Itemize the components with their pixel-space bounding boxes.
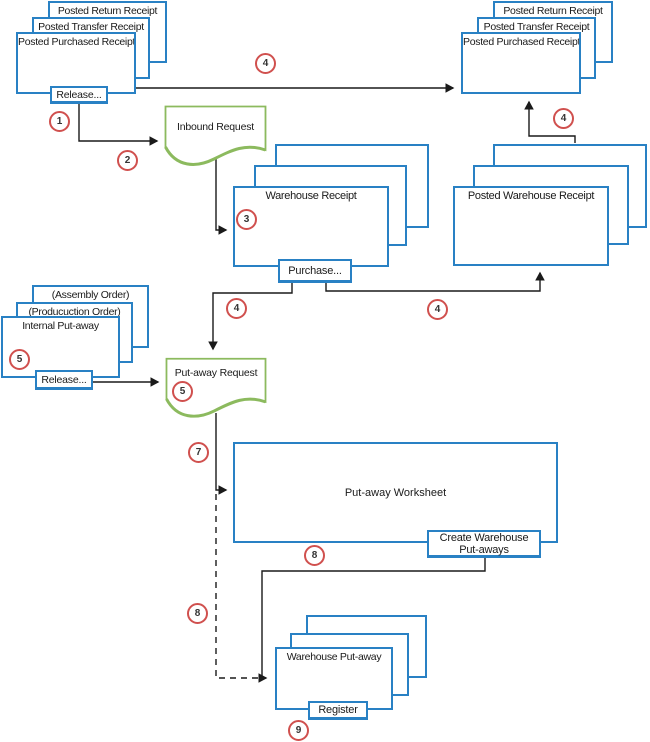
node-title: Posted Warehouse Receipt xyxy=(467,190,595,202)
node-warehouse-put-away: Warehouse Put-away xyxy=(275,647,393,710)
step-badge-5-request: 5 xyxy=(172,381,193,402)
document-shape xyxy=(165,357,267,418)
node-posted-purchased-receipt-right: Posted Purchased Receipt xyxy=(461,32,581,94)
connector-create-to-putaway xyxy=(261,558,486,678)
connector-inbound-to-receipt xyxy=(215,157,228,235)
node-posted-warehouse-receipt: Posted Warehouse Receipt xyxy=(453,186,609,266)
connector-release-to-inbound xyxy=(78,103,159,146)
connector-request-to-worksheet xyxy=(215,413,228,495)
node-title: Posted Purchased Receipt xyxy=(463,36,579,48)
step-badge-3: 3 xyxy=(236,209,257,230)
release-button-top[interactable]: Release... xyxy=(50,86,108,104)
node-title: Warehouse Put-away xyxy=(286,651,382,663)
node-title: Posted Transfer Receipt xyxy=(483,21,590,33)
step-badge-2: 2 xyxy=(117,150,138,171)
node-title: Put-away Request xyxy=(174,367,258,379)
node-title: Put-away Worksheet xyxy=(344,486,447,499)
connector-purchase-to-posted-receipt xyxy=(325,271,545,292)
release-button-internal[interactable]: Release... xyxy=(35,370,93,390)
create-warehouse-putaways-button[interactable]: Create Warehouse Put-aways xyxy=(427,530,541,558)
node-put-away-request: Put-away Request xyxy=(165,357,267,419)
node-title: Posted Return Receipt xyxy=(57,5,158,17)
node-inbound-request: Inbound Request xyxy=(164,105,267,167)
node-warehouse-receipt: Warehouse Receipt xyxy=(233,186,389,267)
step-badge-4-right: 4 xyxy=(553,108,574,129)
node-title: (Producuction Order) xyxy=(28,306,121,318)
node-title: Inbound Request xyxy=(177,121,254,133)
step-badge-8-line: 8 xyxy=(187,603,208,624)
step-badge-4-to-posted: 4 xyxy=(427,299,448,320)
step-badge-4-top: 4 xyxy=(255,53,276,74)
purchase-button[interactable]: Purchase... xyxy=(278,259,352,283)
connector-purchase-to-putaway-request xyxy=(208,283,293,351)
step-badge-8-worksheet: 8 xyxy=(304,545,325,566)
connector-posted-receipt-up xyxy=(524,100,576,143)
node-title: Posted Return Receipt xyxy=(503,5,603,17)
step-badge-7: 7 xyxy=(188,442,209,463)
node-title: Posted Transfer Receipt xyxy=(38,21,144,33)
step-badge-1: 1 xyxy=(49,111,70,132)
step-badge-9: 9 xyxy=(288,720,309,741)
node-put-away-worksheet: Put-away Worksheet xyxy=(233,442,558,543)
node-posted-purchased-receipt-left: Posted Purchased Receipt xyxy=(16,32,136,94)
node-title: Internal Put-away xyxy=(22,320,99,332)
register-button[interactable]: Register xyxy=(308,701,368,720)
node-title: Posted Purchased Receipt xyxy=(18,36,134,48)
node-title: (Assembly Order) xyxy=(51,289,130,301)
step-badge-5-internal: 5 xyxy=(9,349,30,370)
node-title: Warehouse Receipt xyxy=(265,190,357,202)
document-shape xyxy=(164,105,267,166)
step-badge-4-to-request: 4 xyxy=(226,298,247,319)
